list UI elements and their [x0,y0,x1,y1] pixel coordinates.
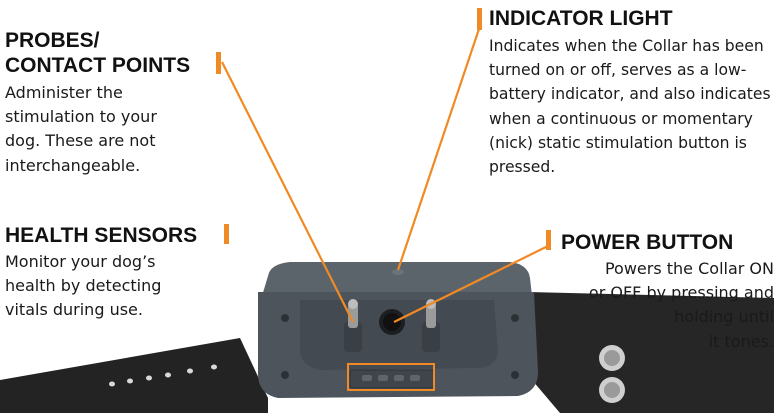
left-strap [0,338,268,413]
indicator-light [392,269,404,275]
indicator-accent-bar [477,8,482,30]
power-description-line-3: holding until [674,307,774,327]
probe-left [344,299,362,352]
power-description-line-2: or OFF by pressing and [588,283,774,303]
power-button-inner [383,313,401,331]
indicator-callout: INDICATOR LIGHT Indicates when the Colla… [489,6,774,179]
corner-screws [281,314,519,379]
probes-description: Administer the stimulation to your dog. … [5,83,157,175]
health-sensors-highlight [347,363,435,391]
power-description-line-4: it tones. [708,331,774,351]
receiver-top [262,262,532,296]
leader-line-probes [221,61,354,323]
health-description: Monitor your dog’s health by detecting v… [5,252,162,320]
probes-callout: PROBES/ CONTACT POINTS Administer the st… [5,28,220,178]
right-strap [528,292,774,413]
power-callout: POWER BUTTON Powers the Collar ON or OFF… [559,230,774,354]
power-description: Powers the Collar ON or OFF by pressing … [559,257,774,354]
probes-accent-bar [216,52,221,74]
probes-heading-line-1: PROBES/ [5,29,100,52]
power-description-line-1: Powers the Collar ON [604,259,774,278]
health-sensor-pads [362,375,420,381]
probe-right [422,299,440,352]
health-accent-bar [224,224,229,244]
health-heading: HEALTH SENSORS [5,224,198,247]
power-accent-bar [546,230,551,250]
leader-line-power [393,245,549,323]
leader-line-indicator [396,25,482,271]
power-heading: POWER BUTTON [561,231,734,254]
health-callout: HEALTH SENSORS Monitor your dog’s health… [5,223,225,323]
indicator-heading: INDICATOR LIGHT [489,7,673,30]
probes-heading-line-2: CONTACT POINTS [5,54,191,77]
receiver-recess [300,300,498,370]
indicator-description: Indicates when the Collar has been turne… [489,37,771,177]
strap-holes-left [109,364,217,387]
strap-rivets-right [599,345,625,403]
